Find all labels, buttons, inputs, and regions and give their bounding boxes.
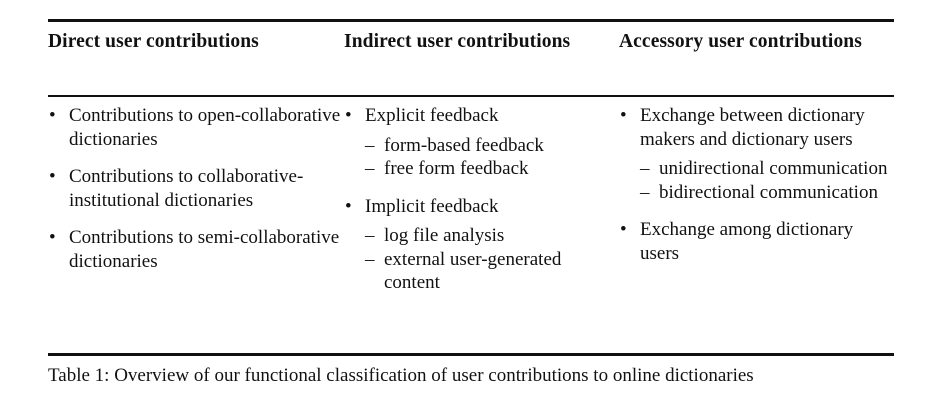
bullet-marker-icon: •	[620, 219, 627, 240]
column-header-direct: Direct user contributions	[48, 31, 259, 52]
column-body-indirect: •Explicit feedback–form-based feedback–f…	[344, 104, 619, 295]
list-item: • Exchange between dictionary makers and …	[619, 104, 894, 204]
bullet-marker-icon: •	[49, 166, 56, 187]
bullet-list: •Explicit feedback–form-based feedback–f…	[344, 104, 619, 295]
list-item-label: Contributions to open-collaborative dict…	[69, 105, 341, 150]
list-item-label: Contributions to collaborative-instituti…	[69, 166, 304, 211]
table-header-rule	[48, 95, 894, 97]
sub-bullet-list: –unidirectional communication–bidirectio…	[640, 157, 894, 204]
list-item: • Implicit feedback –log file analysis–ext…	[344, 195, 619, 295]
sub-list-item-label: free form feedback	[384, 158, 529, 179]
sub-bullet-list: –form-based feedback–free form feedback	[365, 134, 619, 181]
dash-marker-icon: –	[365, 158, 375, 179]
sub-list-item: –external user-generated content	[365, 248, 619, 295]
bullet-list: • Contributions to open-collaborative dic…	[48, 104, 344, 273]
sub-list-item: –unidirectional communication	[640, 157, 894, 181]
dash-marker-icon: –	[640, 181, 650, 203]
table-bottom-rule	[48, 353, 894, 356]
sub-list-item: –bidirectional communication	[640, 181, 894, 205]
table-header-row: Direct user contributions Indirect user …	[48, 30, 894, 53]
list-item-label: Explicit feedback	[365, 105, 499, 126]
column-header-indirect: Indirect user contributions	[344, 31, 571, 52]
bullet-marker-icon: •	[345, 105, 352, 126]
sub-list-item-label: external user-generated content	[384, 248, 562, 294]
table-caption: Table 1: Overview of our functional clas…	[48, 365, 754, 386]
table-top-rule	[48, 19, 894, 22]
sub-bullet-list: –log file analysis–external user-generat…	[365, 224, 619, 295]
column-header-accessory: Accessory user contributions	[619, 31, 862, 52]
column-body-direct: • Contributions to open-collaborative dic…	[48, 104, 344, 273]
table-body-row: •Contributions to open-collaborative dic…	[48, 104, 894, 295]
list-item-label: Implicit feedback	[365, 195, 499, 217]
bullet-list: • Exchange between dictionary makers and …	[619, 104, 894, 265]
bullet-marker-icon: •	[49, 227, 56, 248]
sub-list-item: –form-based feedback	[365, 134, 619, 158]
bullet-marker-icon: •	[345, 195, 352, 217]
list-item: • Explicit feedback –form-based feedback–f…	[344, 104, 619, 181]
list-item-label: Exchange among dictionary users	[640, 219, 854, 264]
sub-list-item: –free form feedback	[365, 157, 619, 181]
sub-list-item-label: log file analysis	[384, 225, 505, 246]
list-item: • Contributions to collaborative-institut…	[48, 165, 344, 212]
sub-list-item: –log file analysis	[365, 224, 619, 248]
sub-list-item-label: bidirectional communication	[659, 181, 878, 203]
column-body-accessory: • Exchange between dictionary makers and …	[619, 104, 894, 265]
list-item-label: Contributions to semi-collaborative dict…	[69, 227, 340, 272]
list-item-label: Exchange between dictionary makers and d…	[640, 105, 865, 150]
list-item: • Contributions to open-collaborative dic…	[48, 104, 344, 151]
list-item: • Exchange among dictionary users	[619, 218, 894, 265]
bullet-marker-icon: •	[620, 105, 627, 126]
list-item: • Contributions to semi-collaborative dic…	[48, 226, 344, 273]
dash-marker-icon: –	[365, 225, 375, 246]
bullet-marker-icon: •	[49, 105, 56, 126]
dash-marker-icon: –	[640, 158, 650, 179]
dash-marker-icon: –	[365, 134, 375, 156]
sub-list-item-label: unidirectional communication	[659, 158, 888, 179]
sub-list-item-label: form-based feedback	[384, 134, 544, 156]
dash-marker-icon: –	[365, 248, 375, 270]
